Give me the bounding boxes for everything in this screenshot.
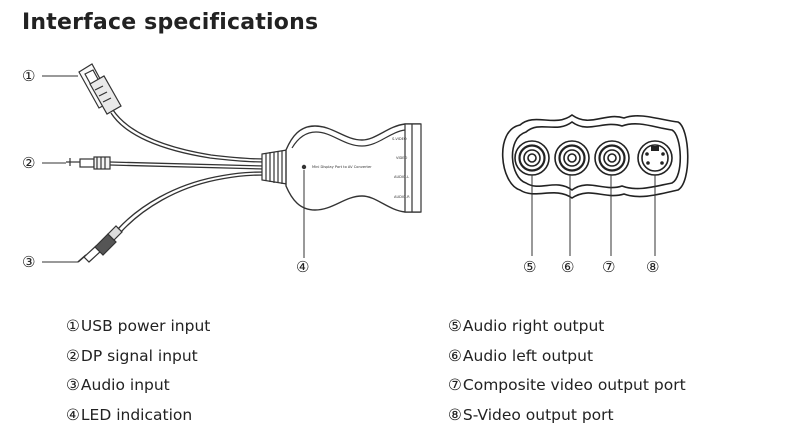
legend-right: ⑤Audio right output ⑥Audio left output ⑦… bbox=[448, 312, 686, 430]
callout-7: ⑦ bbox=[602, 258, 615, 276]
callout-5: ⑤ bbox=[523, 258, 536, 276]
port-label-video: VIDEO bbox=[396, 156, 408, 160]
audio-jack-icon bbox=[77, 225, 123, 263]
port-label-audio-l: AUDIO-L bbox=[394, 175, 409, 179]
dp-connector-icon bbox=[66, 156, 111, 170]
rca-jack-composite-icon bbox=[594, 140, 630, 176]
svg-text:③: ③ bbox=[22, 253, 35, 271]
strain-relief bbox=[261, 149, 288, 185]
legend-item: ⑥Audio left output bbox=[448, 346, 594, 365]
svg-text:①: ① bbox=[22, 67, 35, 85]
callout-6: ⑥ bbox=[561, 258, 574, 276]
page-title: Interface specifications bbox=[22, 10, 319, 35]
legend-item: ⑦Composite video output port bbox=[448, 376, 686, 394]
legend-item: ⑧S-Video output port bbox=[448, 405, 614, 424]
cable-assembly bbox=[66, 63, 422, 263]
rca-jack-audio-right-icon bbox=[514, 140, 550, 176]
callout-8: ⑧ bbox=[646, 258, 659, 276]
legend-item: ③Audio input bbox=[66, 376, 170, 394]
port-label-svideo: S-VIDEO bbox=[392, 137, 407, 141]
svg-text:④: ④ bbox=[296, 258, 309, 276]
svideo-port-icon bbox=[637, 140, 673, 176]
callout-3: ③ bbox=[22, 253, 78, 271]
legend-left: ①USB power input ②DP signal input ③Audio… bbox=[66, 312, 210, 430]
port-panel bbox=[501, 114, 689, 199]
usb-plug-icon bbox=[78, 63, 122, 115]
device-body-text: Mini Display Port to AV Converter bbox=[312, 165, 372, 169]
interface-diagram: Mini Display Port to AV Converter S-VIDE… bbox=[22, 63, 689, 276]
legend-item: ④LED indication bbox=[66, 405, 193, 424]
svg-text:②: ② bbox=[22, 154, 35, 172]
legend-item: ②DP signal input bbox=[66, 346, 198, 365]
callout-2: ② bbox=[22, 154, 66, 172]
legend-item: ⑤Audio right output bbox=[448, 317, 605, 335]
port-label-audio-r: AUDIO-R bbox=[394, 195, 410, 199]
legend-item: ①USB power input bbox=[66, 317, 211, 335]
callout-4: ④ bbox=[296, 170, 309, 276]
rca-jack-audio-left-icon bbox=[554, 140, 590, 176]
callout-1: ① bbox=[22, 67, 78, 85]
led-indicator-icon bbox=[301, 164, 307, 170]
